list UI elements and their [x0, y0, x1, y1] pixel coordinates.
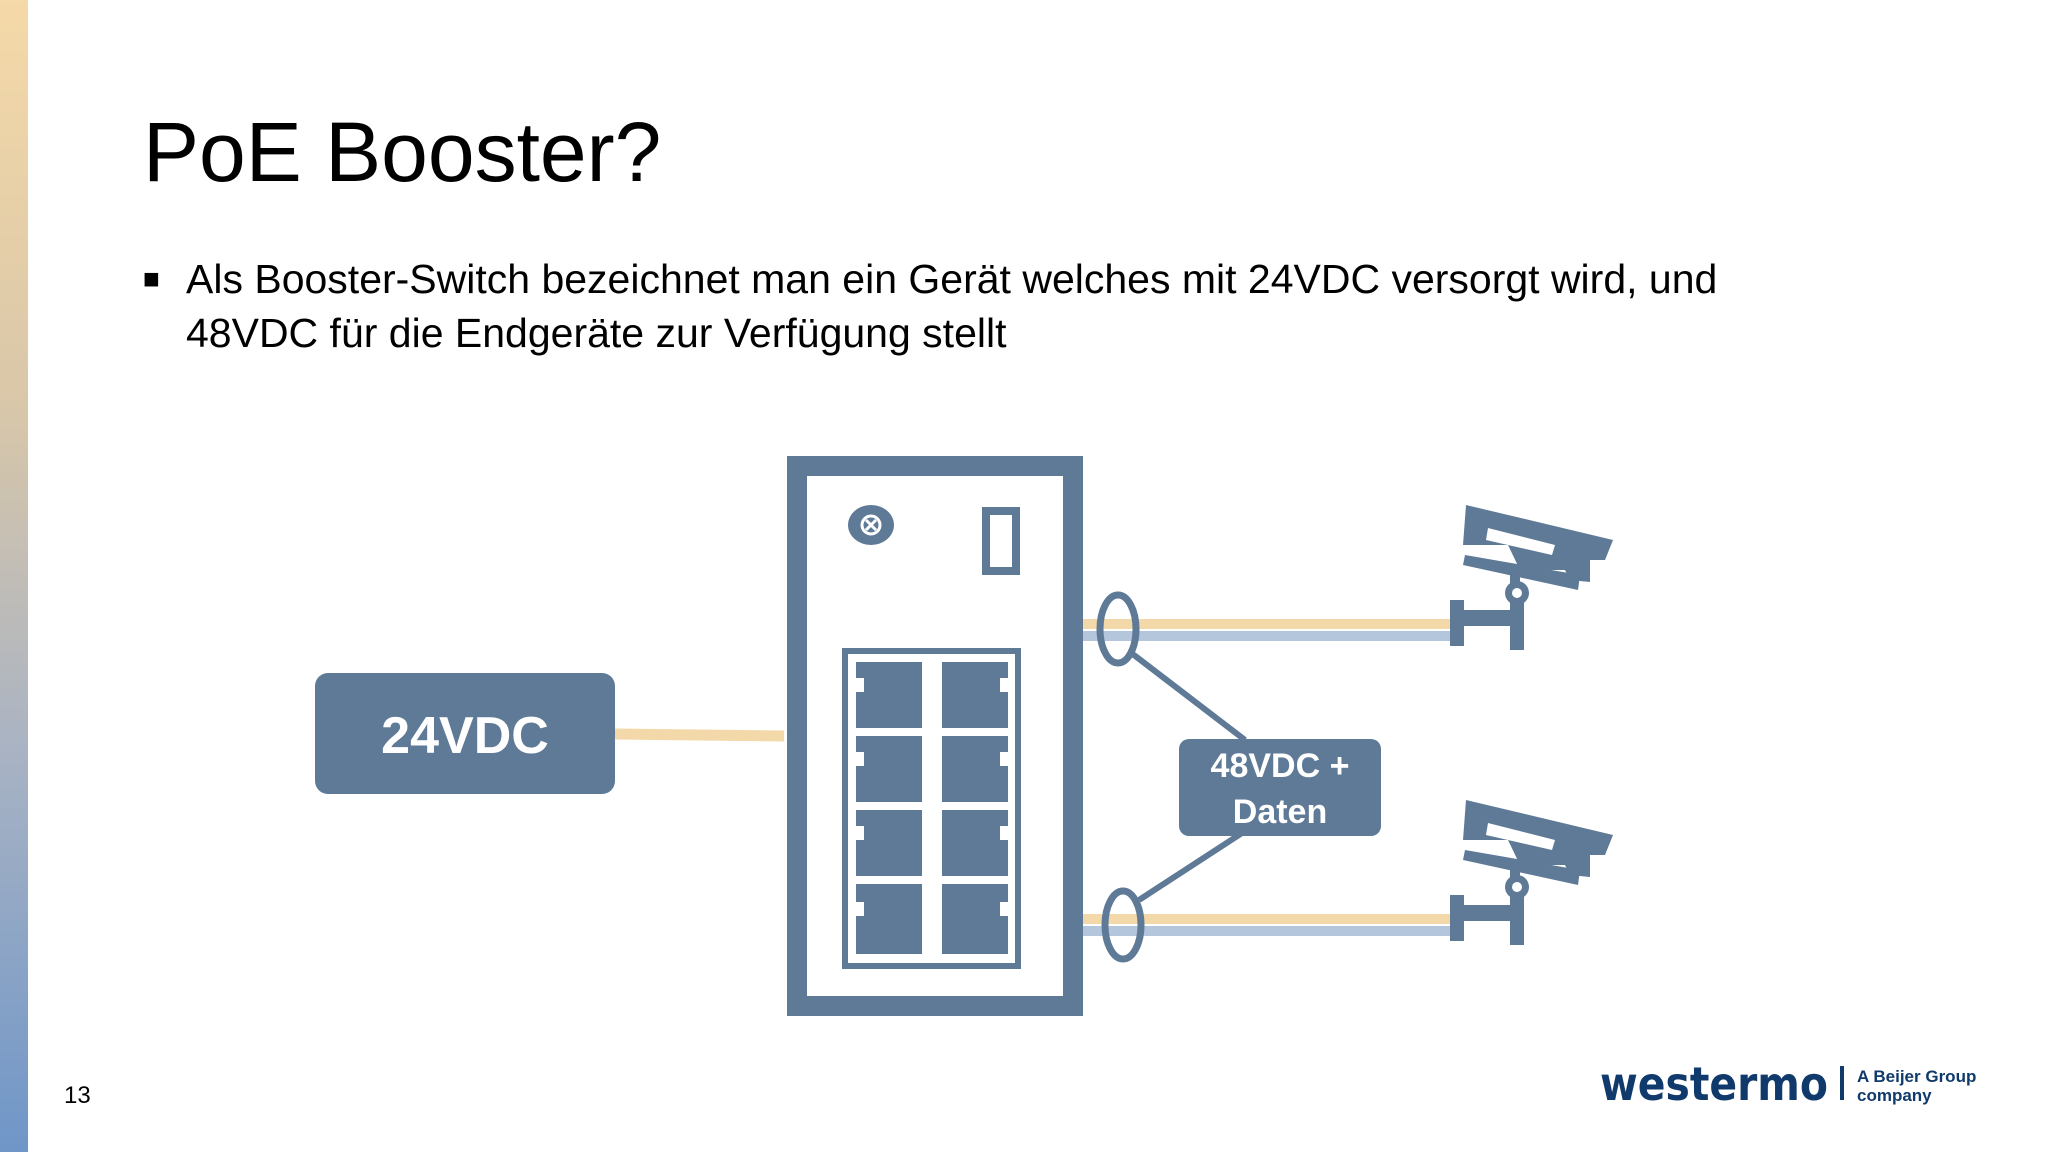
page-number: 13 — [64, 1082, 91, 1109]
port-block — [842, 648, 1021, 969]
ethernet-port-icon — [942, 884, 1008, 954]
ethernet-port-icon — [942, 810, 1008, 876]
ethernet-port-icon — [856, 736, 922, 802]
bullet-item: ■ Als Booster-Switch bezeichnet man ein … — [143, 252, 1843, 360]
side-accent-bar — [0, 0, 28, 1152]
output-label-line1: 48VDC + — [1211, 747, 1350, 785]
output-label: 48VDC + Daten — [1179, 739, 1381, 836]
power-label: 24VDC — [381, 707, 549, 765]
brand-wordmark: westermo — [1600, 1057, 1828, 1111]
ethernet-port-icon — [856, 810, 922, 876]
page-title: PoE Booster? — [143, 105, 662, 199]
westermo-logo: westermo A Beijer Group company — [1600, 1057, 1976, 1111]
ethernet-switch-icon — [787, 456, 1083, 1016]
switch-body — [787, 456, 1083, 1016]
security-camera-icon — [1450, 505, 1613, 650]
output-label-box — [1179, 739, 1381, 836]
ethernet-ports — [856, 662, 1008, 954]
usb-slot-icon — [982, 507, 1020, 575]
output-label-line2: Daten — [1233, 793, 1327, 831]
security-camera-icon — [1450, 800, 1613, 945]
power-supply-box — [315, 673, 615, 794]
ethernet-port-icon — [856, 662, 922, 728]
power-supply: 24VDC — [315, 673, 615, 794]
ethernet-port-icon — [856, 884, 922, 954]
brand-tagline-line2: company — [1857, 1086, 1932, 1105]
ethernet-port-icon — [942, 736, 1008, 802]
logo-divider — [1840, 1066, 1844, 1100]
brand-tagline-line1: A Beijer Group — [1857, 1067, 1976, 1086]
bullet-text: Als Booster-Switch bezeichnet man ein Ge… — [186, 256, 1718, 356]
output-cable-top — [1083, 591, 1455, 667]
power-line — [614, 728, 785, 742]
output-cable-bottom — [1083, 887, 1455, 963]
ethernet-port-icon — [942, 662, 1008, 728]
bullet-square-icon: ■ — [143, 263, 160, 294]
